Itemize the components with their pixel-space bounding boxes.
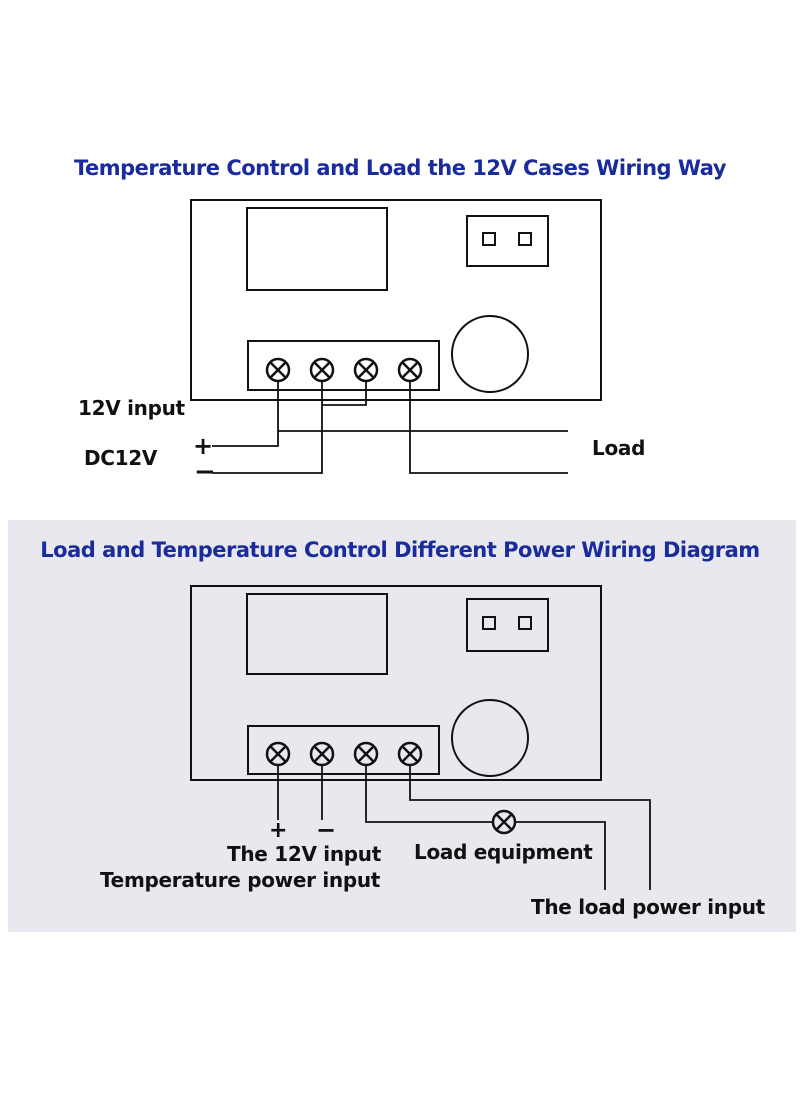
top-load-label: Load: [592, 436, 646, 460]
bottom-load-equipment-label: Load equipment: [414, 840, 593, 864]
terminal-block: [247, 725, 440, 775]
terminal-screw: [353, 741, 379, 767]
terminal-screw: [353, 357, 379, 383]
top-diagram-panel: Temperature Control and Load the 12V Cas…: [0, 0, 800, 520]
sensor-connector: [466, 598, 549, 652]
connector-pin: [482, 232, 496, 246]
connector-pin: [482, 616, 496, 630]
bottom-12v-input-label: The 12V input: [227, 842, 381, 866]
wiring: [277, 765, 651, 890]
top-wiring-diagram: [190, 199, 602, 474]
sensor-connector: [466, 215, 549, 267]
top-plus-sign: +: [193, 432, 214, 460]
top-dc12v-label: DC12V: [84, 446, 158, 470]
bottom-wiring-diagram: [190, 585, 651, 890]
top-diagram-title: Temperature Control and Load the 12V Cas…: [73, 156, 727, 180]
display-window: [246, 207, 388, 291]
terminal-block: [247, 340, 440, 391]
top-12v-input-label: 12V input: [78, 396, 185, 420]
terminal-screw: [397, 741, 423, 767]
top-minus-sign: −: [194, 457, 216, 487]
terminal-screw: [397, 357, 423, 383]
controller-body: [190, 585, 602, 781]
terminal-screw: [265, 357, 291, 383]
terminal-screw: [309, 741, 335, 767]
display-window: [246, 593, 388, 675]
terminal-screw: [309, 357, 335, 383]
bottom-diagram-panel: Load and Temperature Control Different P…: [8, 520, 796, 932]
bottom-minus-sign: −: [316, 816, 337, 844]
terminal-screw: [265, 741, 291, 767]
wiring: [212, 381, 568, 474]
knob: [451, 315, 529, 393]
connector-pin: [518, 232, 532, 246]
bottom-load-power-label: The load power input: [531, 895, 765, 919]
knob: [451, 699, 529, 777]
bottom-diagram-title: Load and Temperature Control Different P…: [40, 538, 760, 562]
bottom-temp-power-label: Temperature power input: [100, 868, 381, 892]
connector-pin: [518, 616, 532, 630]
controller-body: [190, 199, 602, 401]
load-equipment-symbol: [491, 809, 517, 835]
bottom-plus-sign: +: [269, 818, 288, 843]
